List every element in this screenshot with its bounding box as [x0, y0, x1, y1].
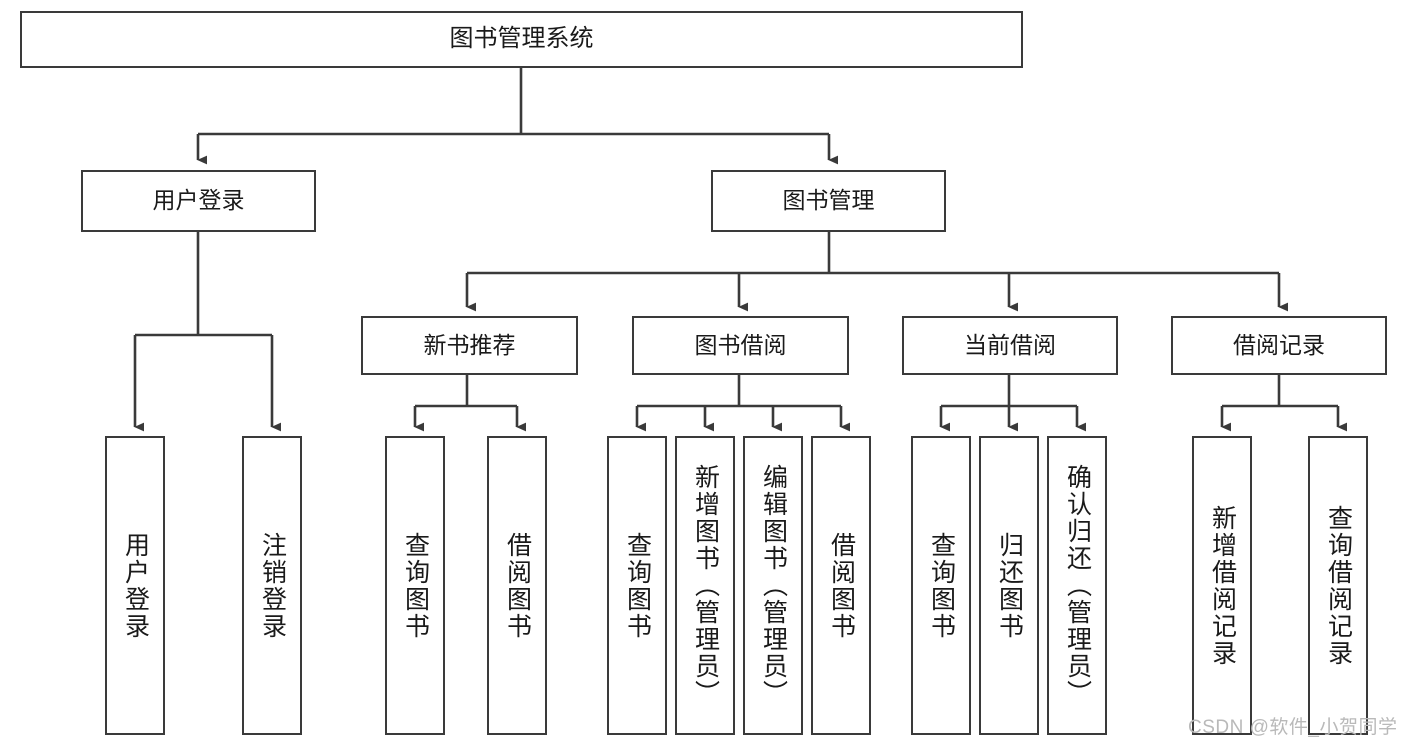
node-label: 图书管理: [782, 187, 875, 214]
node-user-login[interactable]: 用户登录: [81, 170, 316, 232]
node-leaf-return-book[interactable]: 归还图书: [979, 436, 1039, 735]
node-leaf-confirm-return[interactable]: 确认归还（管理员）: [1047, 436, 1107, 735]
node-leaf-edit-book[interactable]: 编辑图书（管理员）: [743, 436, 803, 735]
node-label: 查询图书: [623, 531, 652, 640]
node-label: 新增图书（管理员）: [691, 464, 720, 707]
node-leaf-query-book-current[interactable]: 查询图书: [911, 436, 971, 735]
node-leaf-add-borrow-record[interactable]: 新增借阅记录: [1192, 436, 1252, 735]
node-leaf-user-logout[interactable]: 注销登录: [242, 436, 302, 735]
node-book-borrow[interactable]: 图书借阅: [632, 316, 849, 375]
node-label: 用户登录: [121, 531, 150, 640]
node-leaf-add-book[interactable]: 新增图书（管理员）: [675, 436, 735, 735]
node-new-book-recommend[interactable]: 新书推荐: [361, 316, 578, 375]
node-label: 注销登录: [258, 531, 287, 640]
node-label: 借阅记录: [1233, 331, 1325, 358]
node-label: 归还图书: [995, 531, 1024, 640]
node-leaf-query-book-borrow[interactable]: 查询图书: [607, 436, 667, 735]
node-root-book-management-system[interactable]: 图书管理系统: [20, 11, 1023, 68]
node-leaf-user-login[interactable]: 用户登录: [105, 436, 165, 735]
node-label: 编辑图书（管理员）: [759, 464, 788, 707]
node-current-borrow[interactable]: 当前借阅: [902, 316, 1118, 375]
node-label: 新书推荐: [423, 331, 516, 358]
node-label: 借阅图书: [503, 531, 532, 640]
node-label: 当前借阅: [964, 331, 1056, 358]
node-book-management[interactable]: 图书管理: [711, 170, 946, 232]
node-label: 查询图书: [401, 531, 430, 640]
node-leaf-query-book-recommend[interactable]: 查询图书: [385, 436, 445, 735]
node-label: 图书管理系统: [449, 25, 594, 53]
node-leaf-query-borrow-record[interactable]: 查询借阅记录: [1308, 436, 1368, 735]
node-borrow-record[interactable]: 借阅记录: [1171, 316, 1387, 375]
csdn-watermark: CSDN @软件_小贺同学: [1188, 717, 1398, 738]
node-label: 查询图书: [927, 531, 956, 640]
node-label: 用户登录: [152, 187, 245, 214]
node-label: 借阅图书: [827, 531, 856, 640]
node-label: 图书借阅: [694, 331, 787, 358]
node-label: 确认归还（管理员）: [1063, 464, 1092, 707]
node-leaf-borrow-book[interactable]: 借阅图书: [811, 436, 871, 735]
node-label: 查询借阅记录: [1324, 504, 1353, 667]
node-label: 新增借阅记录: [1208, 504, 1237, 667]
node-leaf-borrow-book-recommend[interactable]: 借阅图书: [487, 436, 547, 735]
